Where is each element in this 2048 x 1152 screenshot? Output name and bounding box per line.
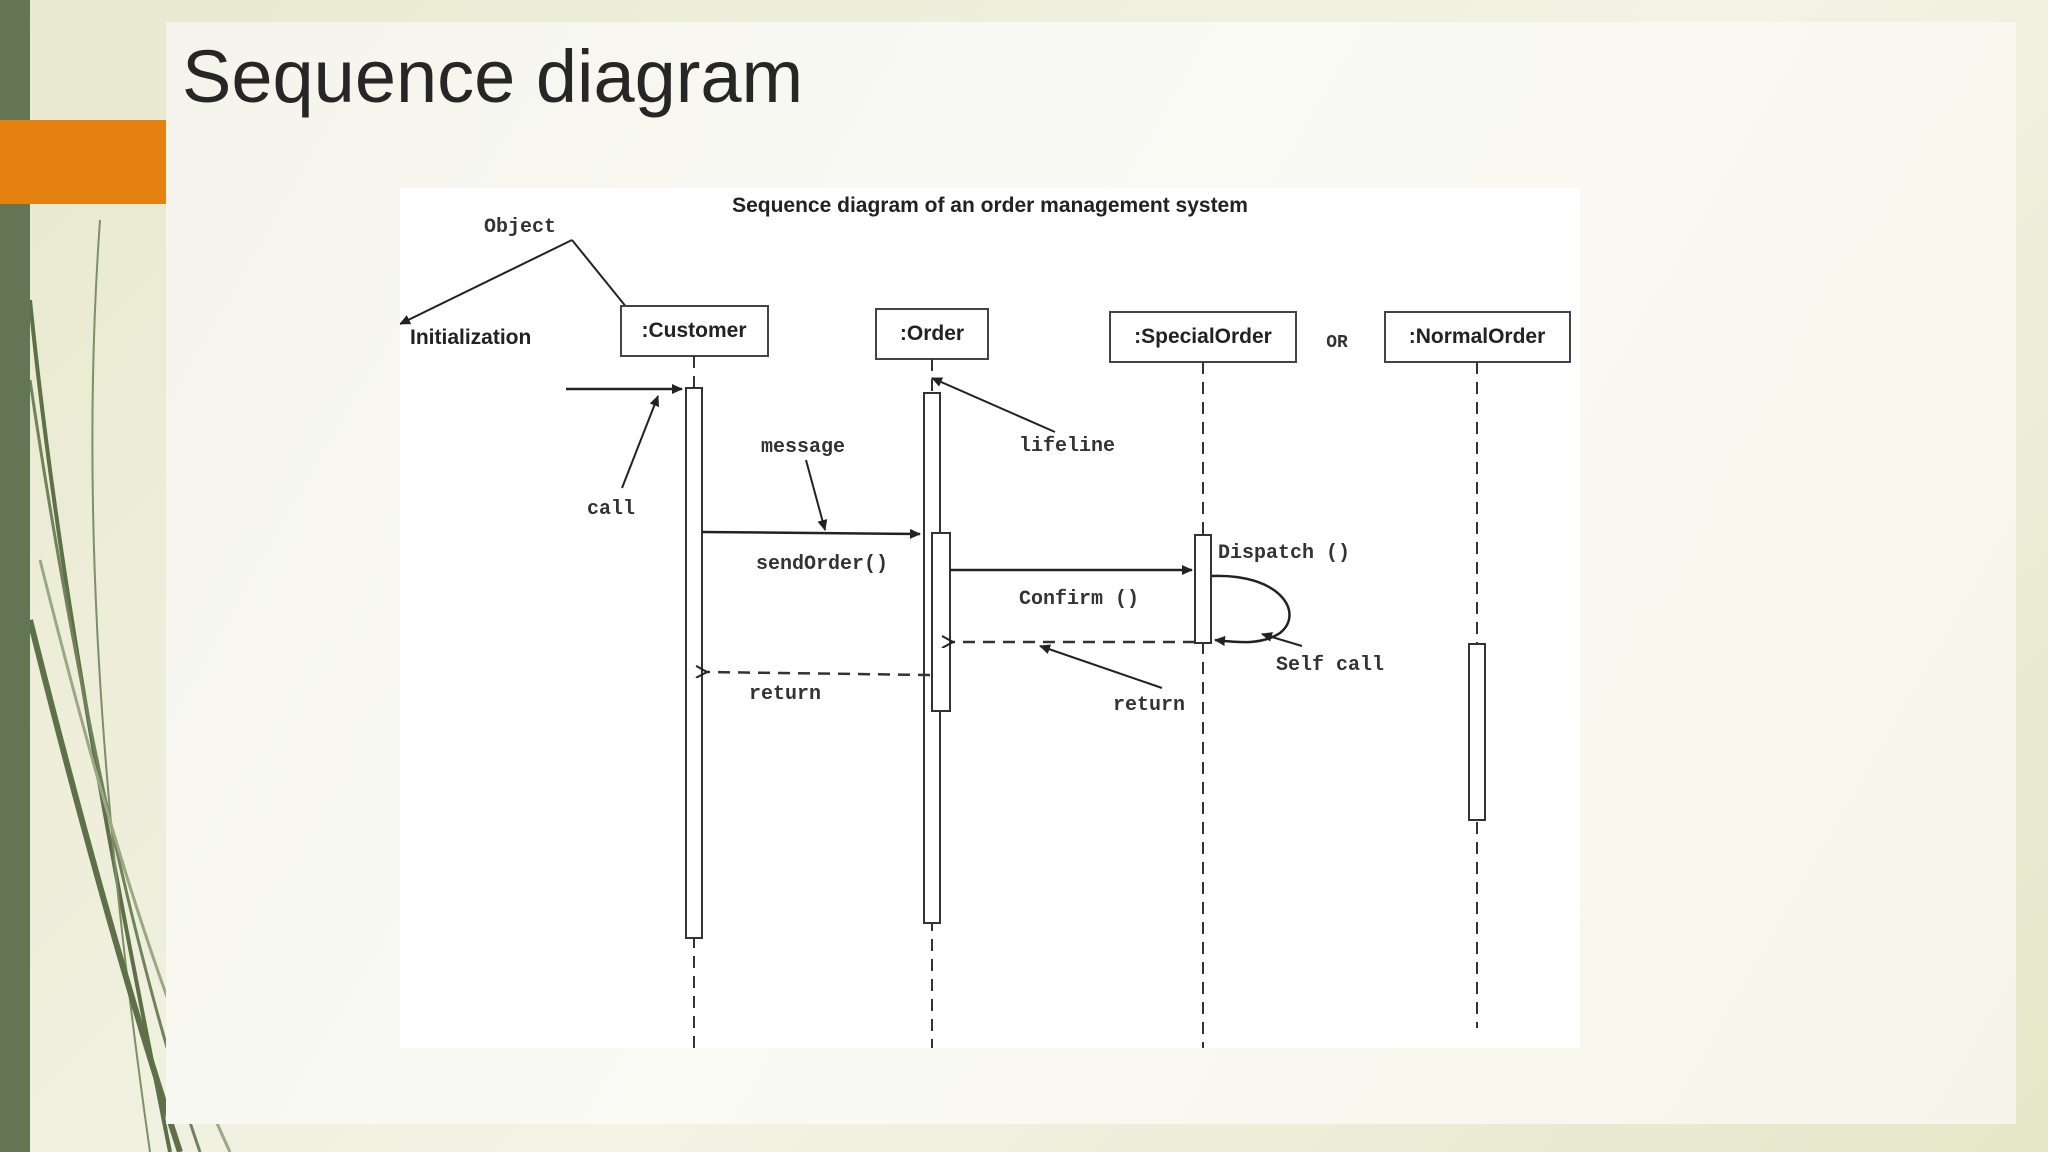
activation-special-order xyxy=(1194,534,1212,644)
return-pointer-arrow xyxy=(1039,644,1163,689)
object-order-label: :Order xyxy=(900,322,964,345)
self-call-pointer-arrow xyxy=(1261,632,1303,647)
object-customer-label: :Customer xyxy=(641,319,746,342)
return-to-customer-arrow xyxy=(706,672,931,675)
initialization-label: Initialization xyxy=(410,326,531,349)
object-pointer-arrow xyxy=(400,239,573,325)
activation-order-nested xyxy=(931,532,951,712)
object-normal-order: :NormalOrder xyxy=(1384,311,1571,363)
message-pointer-arrow xyxy=(805,459,828,531)
return-customer-label: return xyxy=(749,683,821,706)
object-annotation: Object xyxy=(484,216,556,239)
self-call-annotation: Self call xyxy=(1276,654,1384,677)
lifeline-annotation: lifeline xyxy=(1019,435,1115,458)
decorative-swoosh xyxy=(27,219,232,1152)
lifeline-pointer-arrow xyxy=(931,377,1056,433)
call-pointer-arrow xyxy=(621,395,660,489)
confirm-label: Confirm () xyxy=(1019,588,1139,611)
diagram-canvas: Sequence diagram of an order management … xyxy=(400,194,1571,1048)
object-special-order: :SpecialOrder xyxy=(1109,311,1297,363)
dispatch-label: Dispatch () xyxy=(1218,542,1350,565)
object-normal-order-label: :NormalOrder xyxy=(1409,325,1546,348)
message-annotation: message xyxy=(761,436,845,459)
activation-normal-order xyxy=(1468,643,1486,821)
send-order-label: sendOrder() xyxy=(756,553,888,576)
or-label: OR xyxy=(1326,333,1348,353)
object-order: :Order xyxy=(875,308,989,360)
self-call-loop xyxy=(1210,574,1291,646)
slide-title: Sequence diagram xyxy=(182,35,804,118)
return-order-label: return xyxy=(1113,694,1185,717)
diagram-heading: Sequence diagram of an order management … xyxy=(732,194,1248,217)
call-annotation: call xyxy=(587,498,635,521)
object-special-order-label: :SpecialOrder xyxy=(1134,325,1272,348)
sequence-diagram: Sequence diagram of an order management … xyxy=(400,188,1580,1048)
send-order-arrow xyxy=(701,528,921,539)
orange-accent-tab xyxy=(0,120,166,204)
object-customer: :Customer xyxy=(620,305,769,357)
activation-customer xyxy=(685,387,703,939)
